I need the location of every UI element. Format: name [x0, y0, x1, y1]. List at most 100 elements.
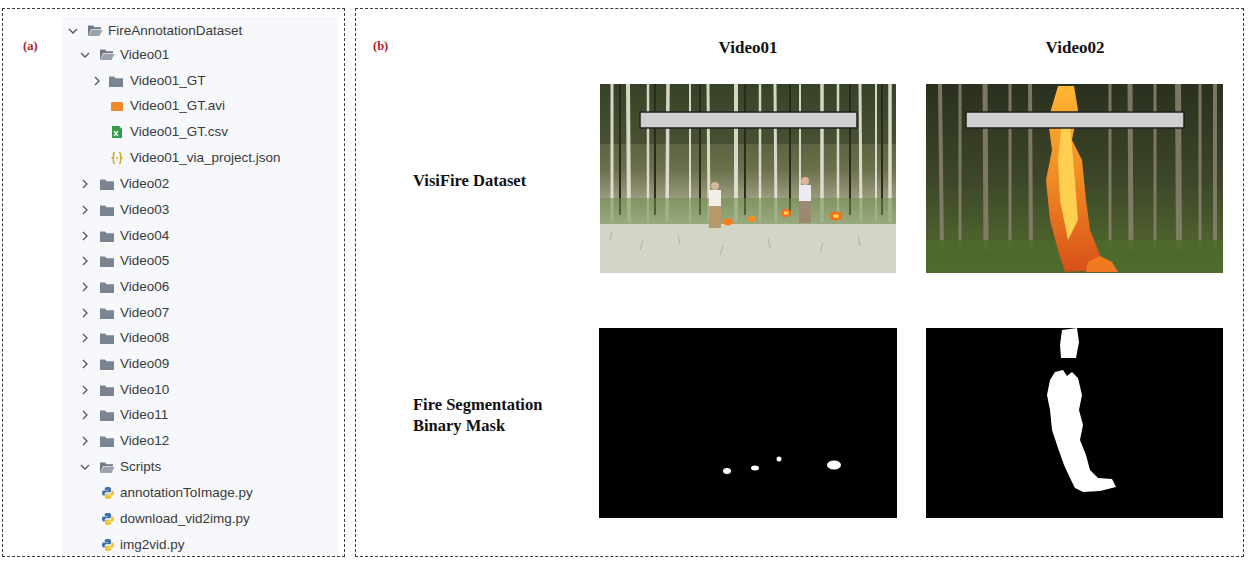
forest-fire-photo — [1086, 256, 1118, 272]
panel-tag: (a) — [23, 39, 38, 54]
column-header: Video02 — [1015, 38, 1135, 58]
forest-photo — [784, 211, 789, 215]
forest-fire-photo — [1058, 120, 1078, 240]
forest-photo — [849, 84, 851, 215]
forest-photo — [748, 216, 756, 222]
file-tree-item: annotationToImage.py — [120, 484, 253, 502]
tree-icon — [88, 26, 123, 552]
file-tree-item: Scripts — [120, 458, 161, 476]
tree-icon — [100, 283, 114, 294]
file-tree-item: Video05 — [120, 252, 169, 270]
file-tree-item: Video01 — [120, 46, 169, 64]
forest-photo — [781, 209, 791, 217]
forest-photo — [833, 214, 839, 218]
tree-chevron — [83, 360, 87, 368]
row-header: VisiFire Dataset — [413, 170, 583, 191]
tree-icon — [102, 539, 114, 551]
binary-mask — [926, 328, 1223, 518]
forest-photo — [723, 219, 733, 226]
forest-fire-photo — [940, 84, 942, 250]
tree-icon — [100, 206, 114, 217]
binary-mask — [827, 461, 841, 470]
column-header: Video01 — [688, 38, 808, 58]
tree-chevron — [83, 180, 87, 188]
tree-chevron — [83, 206, 87, 214]
file-tree-item: img2vid.py — [120, 536, 185, 554]
forest-fire-photo — [959, 84, 962, 250]
forest-photo — [709, 190, 721, 206]
tree-chevron — [83, 232, 87, 240]
file-tree-item: Video01_GT.csv — [130, 123, 228, 141]
tree-icon — [100, 386, 114, 397]
tree-icon — [100, 463, 115, 474]
tree-chevron — [83, 411, 87, 419]
tree-chevron — [69, 29, 77, 33]
file-tree-item: Video12 — [120, 432, 169, 450]
forest-photo — [600, 84, 896, 273]
occlusion-bar — [966, 112, 1184, 128]
forest-fire-photo — [1178, 84, 1179, 250]
forest-photo — [620, 84, 882, 215]
tree-icon — [100, 360, 114, 371]
tree-icon — [102, 487, 114, 499]
tree-ground — [62, 17, 338, 555]
tree-chevron — [81, 465, 89, 469]
dashed-panel: (a) — [2, 8, 345, 557]
forest-fire-photo — [1009, 84, 1012, 250]
forest-photo — [600, 198, 896, 226]
forest-photo — [610, 232, 860, 255]
tree-icon — [112, 126, 122, 138]
forest-fire-photo — [1199, 84, 1202, 250]
tree-chevron — [83, 283, 87, 291]
forest-fire-photo — [1030, 84, 1031, 250]
forest-photo — [744, 84, 746, 215]
forest-photo — [610, 232, 612, 240]
file-tree-item: Video01_GT.avi — [130, 97, 225, 115]
forest-photo — [858, 236, 860, 246]
file-tree-item: Video01_via_project.json — [130, 149, 281, 167]
tree-chevron — [83, 386, 87, 394]
forest-photo — [789, 84, 791, 215]
forest-photo — [720, 246, 723, 255]
dashed-panel: (b) — [355, 8, 1244, 557]
binary-mask — [1047, 370, 1116, 492]
tree-chevron — [95, 77, 99, 85]
tree-icon — [100, 180, 114, 191]
forest-photo — [678, 236, 680, 245]
forest-photo — [801, 177, 809, 185]
binary-mask — [1060, 328, 1079, 358]
tree-icon — [100, 437, 114, 448]
tree-icon — [100, 309, 114, 320]
tree-icon — [109, 77, 123, 88]
binary-mask — [751, 466, 759, 471]
forest-photo — [619, 84, 621, 215]
binary-mask — [723, 468, 731, 474]
binary-mask — [926, 328, 1223, 518]
forest-fire-photo — [1213, 84, 1217, 250]
tree-icon — [100, 411, 114, 422]
file-tree-item: Video04 — [120, 227, 169, 245]
forest-photo — [640, 240, 643, 250]
forest-photo — [709, 206, 721, 228]
tree-icon — [100, 257, 114, 268]
file-tree-item: FireAnnotationDataset — [108, 22, 242, 40]
forest-fire-photo — [926, 84, 1223, 273]
binary-mask — [599, 328, 897, 518]
forest-photo — [711, 182, 719, 190]
forest-photo — [881, 84, 883, 215]
forest-photo — [799, 201, 811, 223]
forest-photo — [600, 84, 896, 144]
tree-icon — [100, 50, 115, 61]
forest-photo — [768, 238, 770, 248]
row-header: Fire Segmentation Binary Mask — [413, 394, 583, 436]
forest-fire-photo — [985, 84, 986, 250]
tree-icon — [88, 26, 103, 37]
file-tree-item: download_vid2img.py — [120, 510, 250, 528]
tree-icon — [100, 334, 114, 345]
forest-photo — [830, 212, 842, 221]
tree-chevron — [83, 334, 87, 342]
file-tree-item: Video11 — [120, 406, 168, 424]
forest-photo — [799, 185, 811, 201]
tree-icon — [102, 513, 114, 525]
